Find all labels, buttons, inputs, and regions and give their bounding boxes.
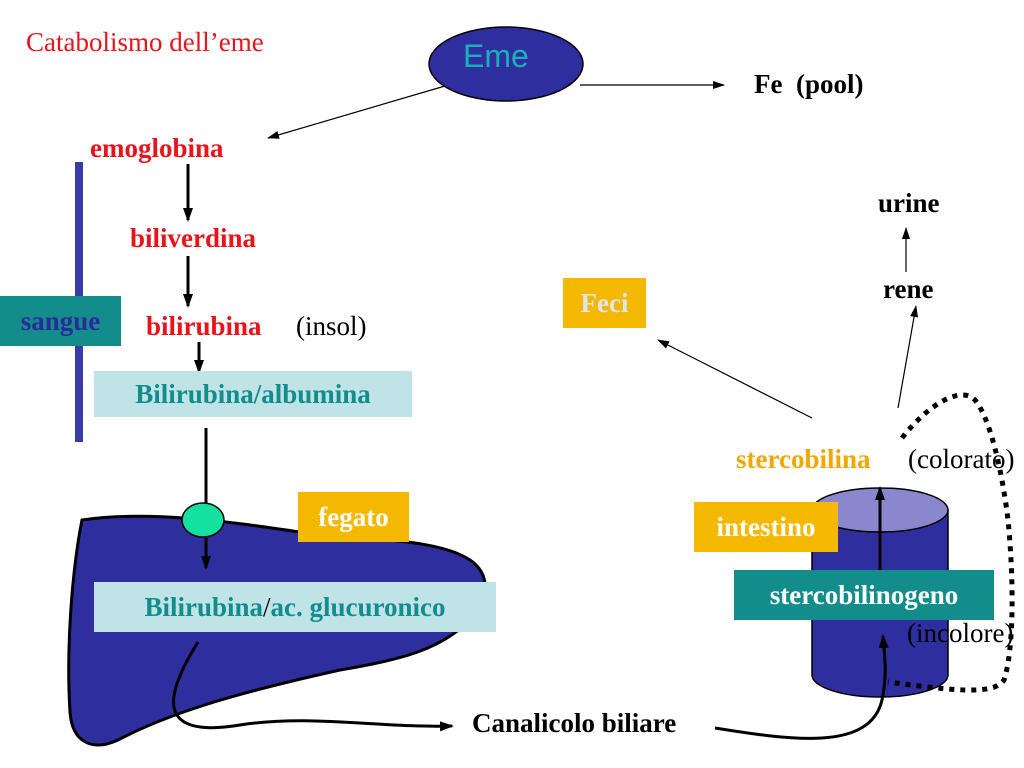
bilirubina-label: bilirubina — [146, 311, 262, 341]
biliverdina-label: biliverdina — [130, 223, 257, 253]
arrow-liver-canalicolo — [172, 641, 454, 732]
bilirubina-gluc-part-b: ac. glucuronico — [270, 591, 446, 622]
canalicolo-label: Canalicolo biliare — [472, 708, 677, 738]
colorato-label: (colorato) — [908, 444, 1015, 474]
sangue-box: sangue — [0, 296, 121, 346]
arrow-to-rene — [897, 305, 919, 409]
stercobilina-label: stercobilina — [736, 444, 871, 474]
fe-pool-label: Fe (pool) — [754, 69, 864, 99]
eme-label: Eme — [463, 38, 529, 74]
insol-label: (insol) — [296, 311, 367, 341]
bilirubina-albumina-box: Bilirubina/albumina — [94, 371, 412, 417]
bilirubina-gluc-separator: / — [263, 591, 271, 622]
eme-node — [428, 26, 584, 102]
arrow-canalicolo-intestine — [714, 634, 889, 740]
urine-label: urine — [878, 188, 940, 218]
bilirubina-glucuronico-box: Bilirubina/ac. glucuronico — [94, 582, 496, 632]
arrow-stercobilina-feci — [657, 339, 813, 419]
slide-title: Catabolismo dell’eme — [26, 27, 264, 57]
feci-box: Feci — [563, 278, 646, 328]
bilirubina-gluc-part-a: Bilirubina — [144, 591, 264, 622]
intestino-box: intestino — [694, 502, 838, 552]
fegato-box: fegato — [298, 492, 409, 542]
rene-label: rene — [883, 274, 934, 304]
emoglobina-label: emoglobina — [90, 133, 224, 163]
dotted-recirculation-loop — [887, 392, 1015, 693]
arrow-eme-emoglobina — [267, 85, 446, 139]
transporter-circle — [181, 502, 225, 538]
stercobilinogeno-box: stercobilinogeno — [734, 570, 994, 620]
incolore-label: (incolore) — [907, 618, 1014, 648]
